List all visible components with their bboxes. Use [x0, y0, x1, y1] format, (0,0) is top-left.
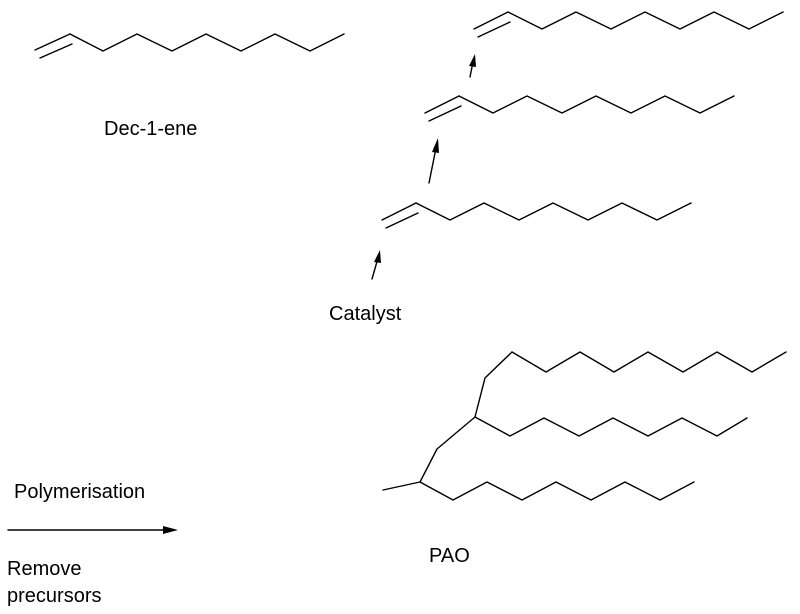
monomer-middle: [424, 95, 735, 122]
workup-label-line2: precursors: [7, 585, 102, 607]
double-bond: [428, 105, 462, 122]
workup-label-line1: Remove: [7, 558, 82, 580]
double-bond: [385, 212, 419, 229]
double-bond: [477, 21, 511, 38]
insertion-arrow-3: [469, 54, 476, 78]
catalyst-label: Catalyst: [329, 303, 402, 325]
pao-structure: [382, 351, 787, 501]
insertion-arrow-1: [371, 250, 381, 280]
monomer-label: Dec-1-ene: [104, 118, 198, 140]
insertion-arrow-2: [428, 138, 439, 184]
monomer-lower: [381, 202, 692, 229]
reaction-arrow: [7, 526, 178, 534]
double-bond: [39, 43, 73, 59]
dec-1-ene-structure: [34, 33, 345, 59]
monomer-upper: [473, 11, 784, 38]
product-label: PAO: [429, 545, 470, 567]
reaction-condition-label: Polymerisation: [14, 481, 146, 503]
